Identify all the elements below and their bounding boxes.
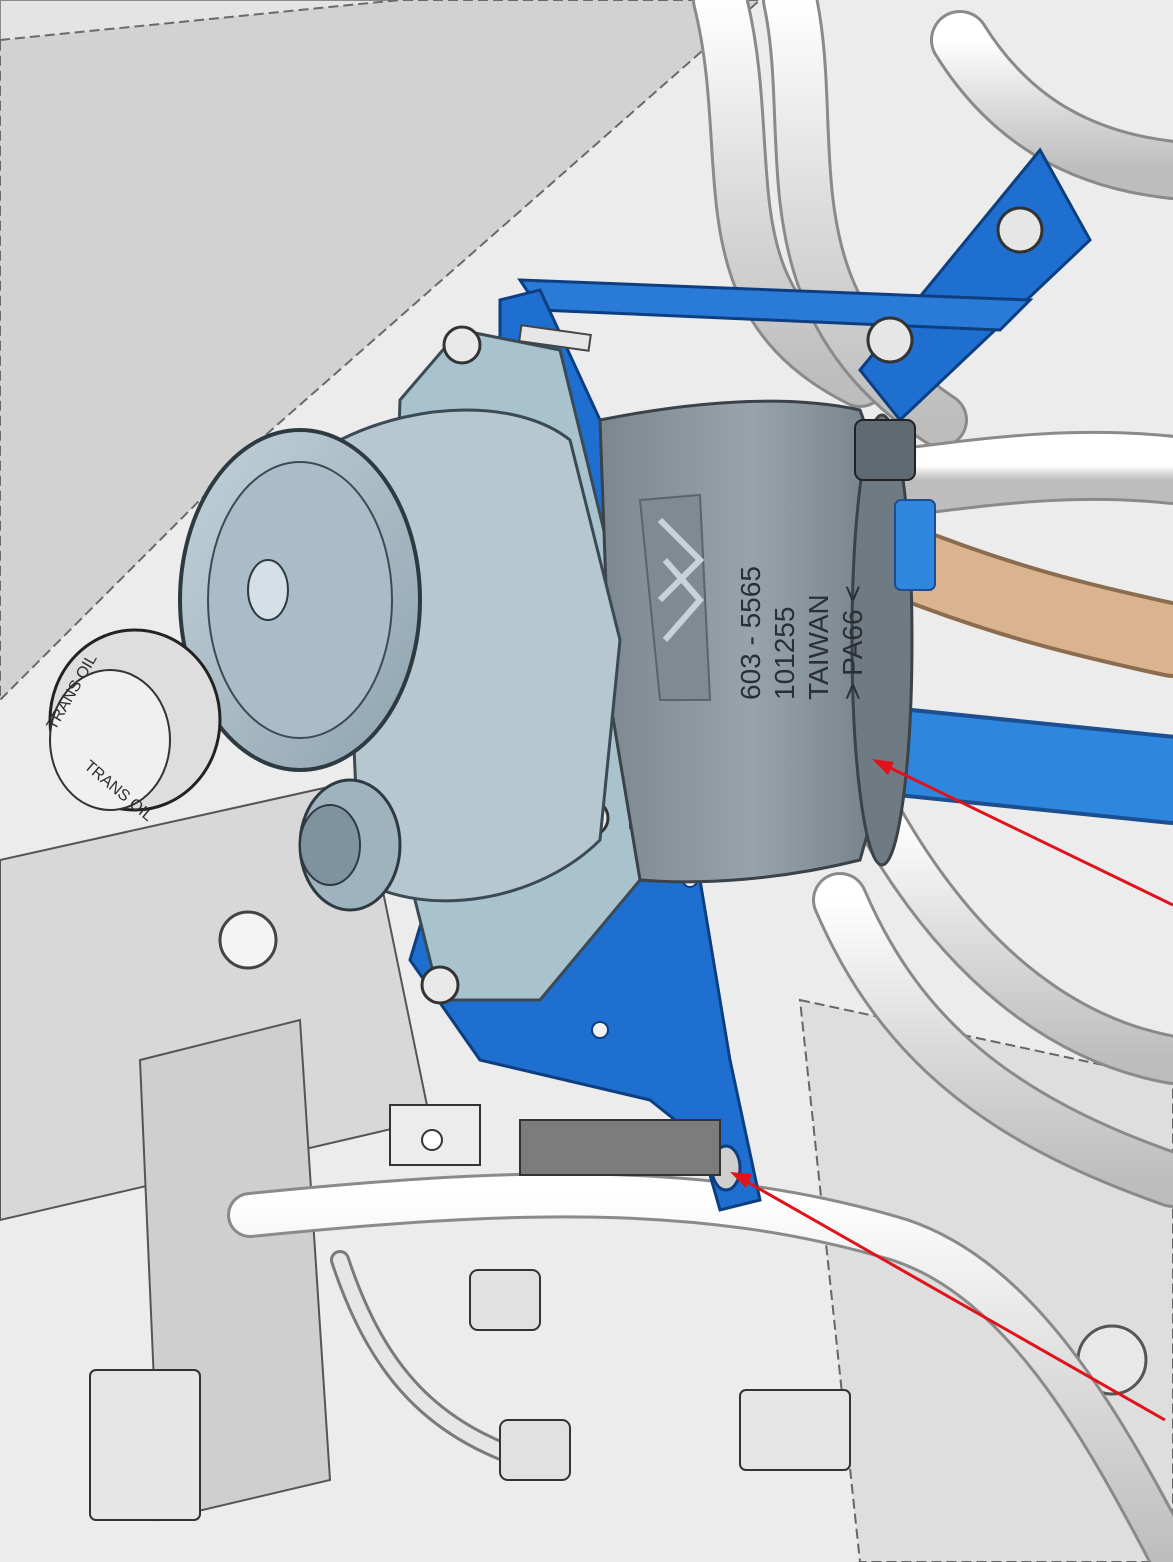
flange-bolt [442,325,482,365]
fill-cap-face [207,461,393,739]
molded-label: 603 - 5565 101255 TAIWAN > PA66 < [735,566,868,700]
reservoir-cap-assembly [178,408,622,912]
fill-cap-center [247,559,289,621]
reservoir-body: 603 - 5565 101255 TAIWAN > PA66 < [598,399,936,884]
hose-fitting [499,1419,571,1481]
logo-mark [638,493,712,701]
mount-hole [218,910,278,970]
flange-stud [518,324,592,352]
electrical-connector [89,1369,201,1521]
code-text: 101255 [769,607,800,700]
hose-fitting [469,1269,541,1331]
vent-cap-face [299,804,361,886]
origin-text: TAIWAN [803,594,834,700]
outlet-fitting-blue [894,499,936,591]
electrical-connector [739,1389,851,1471]
gray-strap [519,1119,721,1176]
callout-arrowhead [730,1172,752,1188]
outlet-fitting [854,419,916,481]
bolt-head [866,316,914,364]
part-number-text: 603 - 5565 [735,566,766,700]
flange-bolt [420,965,460,1005]
bolt-head [996,206,1044,254]
clamp-hole [421,1129,443,1151]
callout-arrowhead [872,759,894,775]
frame-rail [0,0,762,702]
blue-hose [839,709,1173,821]
trans-oil-knob: TRANS OIL TRANS OIL [44,628,222,825]
bracket-hole [591,1021,609,1039]
tan-hose [866,526,1173,674]
callouts [730,759,1173,1422]
callout-leader-reservoir [877,760,1173,907]
colored-hoses [835,522,1173,825]
hardware [89,1104,851,1521]
callout-leader-bracket-foot [734,1173,1166,1422]
hose-bundle [227,0,1173,1562]
material-text: > PA66 < [837,585,868,700]
